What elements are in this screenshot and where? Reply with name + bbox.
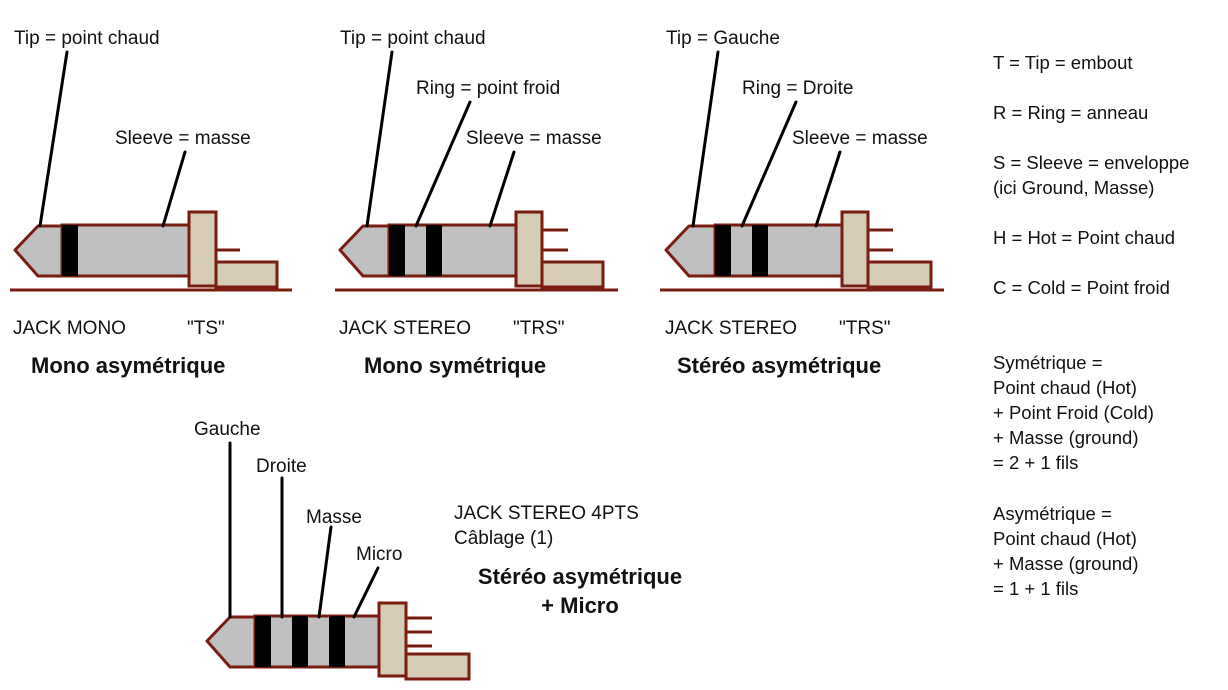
ring-leader: [414, 100, 472, 228]
legend-symmetric: Symétrique = Point chaud (Hot) + Point F…: [993, 352, 1154, 473]
sleeve-leader: [488, 150, 516, 228]
masse-leader: [317, 525, 333, 619]
connector-name: JACK STEREO: [665, 318, 797, 339]
legend-line: Asymétrique =: [993, 503, 1112, 524]
plug-stereo-4pts: Gauche Droite Masse Micro JACK STEREO 4P…: [194, 419, 682, 681]
legend-line: = 2 + 1 fils: [993, 452, 1078, 473]
diagram-title: Stéréo asymétrique: [478, 564, 682, 589]
micro-leader: [352, 566, 380, 619]
sleeve-leader: [814, 150, 842, 228]
legend-line: Point chaud (Hot): [993, 528, 1137, 549]
sleeve-leader: [161, 150, 187, 228]
legend-line: H = Hot = Point chaud: [993, 227, 1175, 248]
sleeve-label: Sleeve = masse: [792, 128, 928, 149]
micro-label: Micro: [356, 544, 402, 565]
connector-name: JACK STEREO: [339, 318, 471, 339]
connector-code: "TRS": [839, 318, 891, 339]
plug-body: [335, 210, 618, 292]
connector-name: JACK STEREO 4PTS: [454, 503, 639, 524]
tip-label: Tip = point chaud: [340, 28, 486, 49]
plug-stereo-trs: Tip = Gauche Ring = Droite Sleeve = mass…: [660, 28, 944, 378]
diagram-title: Mono symétrique: [364, 353, 546, 378]
masse-label: Masse: [306, 507, 362, 528]
plug-mono-ts: Tip = point chaud Sleeve = masse JACK MO…: [10, 28, 292, 378]
diagram-title-line2: + Micro: [541, 593, 619, 618]
plug-mono-trs: Tip = point chaud Ring = point froid Sle…: [335, 28, 618, 378]
legend-line: C = Cold = Point froid: [993, 277, 1170, 298]
wiring-label: Câblage (1): [454, 528, 553, 549]
legend-line: (ici Ground, Masse): [993, 177, 1154, 198]
ring-leader: [740, 100, 798, 228]
legend-abbreviations: T = Tip = embout R = Ring = anneau S = S…: [993, 52, 1189, 298]
connector-code: "TRS": [513, 318, 565, 339]
legend-line: + Masse (ground): [993, 553, 1139, 574]
legend-line: = 1 + 1 fils: [993, 578, 1078, 599]
legend-line: Point chaud (Hot): [993, 377, 1137, 398]
connector-name: JACK MONO: [13, 318, 126, 339]
gauche-label: Gauche: [194, 419, 261, 440]
tip-leader: [365, 50, 394, 228]
sleeve-label: Sleeve = masse: [466, 128, 602, 149]
sleeve-label: Sleeve = masse: [115, 128, 251, 149]
legend: T = Tip = embout R = Ring = anneau S = S…: [993, 52, 1189, 599]
plug-body: [10, 210, 292, 292]
plug-body: [205, 601, 471, 681]
connector-code: "TS": [187, 318, 225, 339]
tip-label: Tip = Gauche: [666, 28, 780, 49]
diagram-title: Stéréo asymétrique: [677, 353, 881, 378]
tip-leader: [38, 50, 69, 228]
ring-label: Ring = point froid: [416, 78, 560, 99]
droite-label: Droite: [256, 456, 307, 477]
tip-label: Tip = point chaud: [14, 28, 160, 49]
ring-label: Ring = Droite: [742, 78, 853, 99]
diagram-title: Mono asymétrique: [31, 353, 225, 378]
legend-line: + Point Froid (Cold): [993, 402, 1154, 423]
legend-asymmetric: Asymétrique = Point chaud (Hot) + Masse …: [993, 503, 1139, 599]
tip-leader: [691, 50, 720, 228]
plug-body: [660, 210, 944, 292]
legend-line: Symétrique =: [993, 352, 1103, 373]
legend-line: T = Tip = embout: [993, 52, 1133, 73]
legend-line: R = Ring = anneau: [993, 102, 1148, 123]
legend-line: + Masse (ground): [993, 427, 1139, 448]
legend-line: S = Sleeve = enveloppe: [993, 152, 1189, 173]
